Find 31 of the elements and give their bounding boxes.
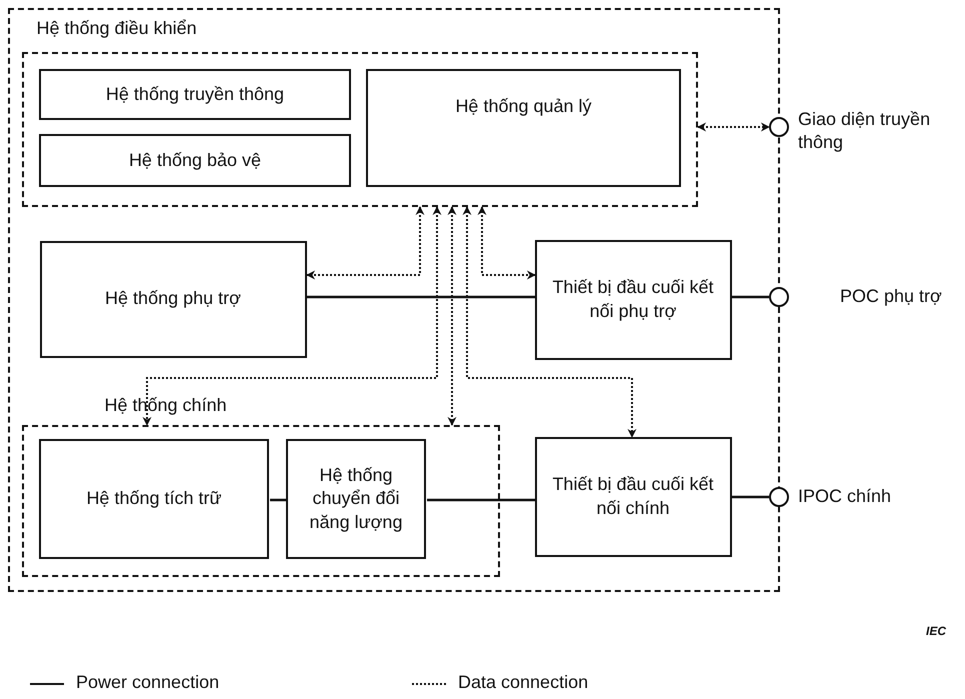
process-box: Hệ thống tích trữ bbox=[39, 439, 269, 559]
port-label: IPOC chính bbox=[798, 485, 892, 508]
process-box: Hệ thống chuyển đổi năng lượng bbox=[286, 439, 426, 559]
system-boundary bbox=[8, 8, 780, 592]
legend-text: Power connection bbox=[76, 672, 220, 693]
power-connection-line bbox=[270, 498, 287, 502]
process-box: Hệ thống quản lý bbox=[366, 69, 681, 187]
connection-point-circle bbox=[769, 287, 789, 307]
power-connection-line bbox=[732, 496, 769, 498]
port-label: POC phụ trợ bbox=[840, 285, 943, 308]
group-heading: Hệ thống chính bbox=[104, 394, 227, 416]
process-box: Thiết bị đầu cuối kết nối phụ trợ bbox=[534, 240, 732, 360]
process-box: Hệ thống truyền thông bbox=[39, 69, 351, 120]
port-label: Giao diện truyền thông bbox=[798, 108, 932, 153]
data-connection-arrow bbox=[142, 206, 442, 426]
process-box: Hệ thống bảo vệ bbox=[39, 134, 351, 187]
legend-text: Data connection bbox=[458, 672, 588, 693]
data-connection-arrow bbox=[478, 206, 536, 280]
process-box: Thiết bị đầu cuối kết nối chính bbox=[534, 436, 732, 556]
power-connection-line bbox=[732, 296, 769, 298]
data-connection-arrow bbox=[306, 206, 424, 280]
data-connection-arrow bbox=[462, 206, 636, 438]
power-connection-line bbox=[307, 296, 535, 298]
data-connection-arrow bbox=[448, 206, 456, 426]
connection-point-circle bbox=[769, 487, 789, 507]
process-box: Hệ thống phụ trợ bbox=[40, 240, 306, 358]
power-connection-line bbox=[427, 498, 535, 502]
group-heading: Hệ thống điều khiển bbox=[36, 18, 197, 38]
connection-point-circle bbox=[769, 117, 789, 137]
source-label: IEC bbox=[926, 624, 946, 638]
data-connection-arrow bbox=[697, 122, 770, 132]
